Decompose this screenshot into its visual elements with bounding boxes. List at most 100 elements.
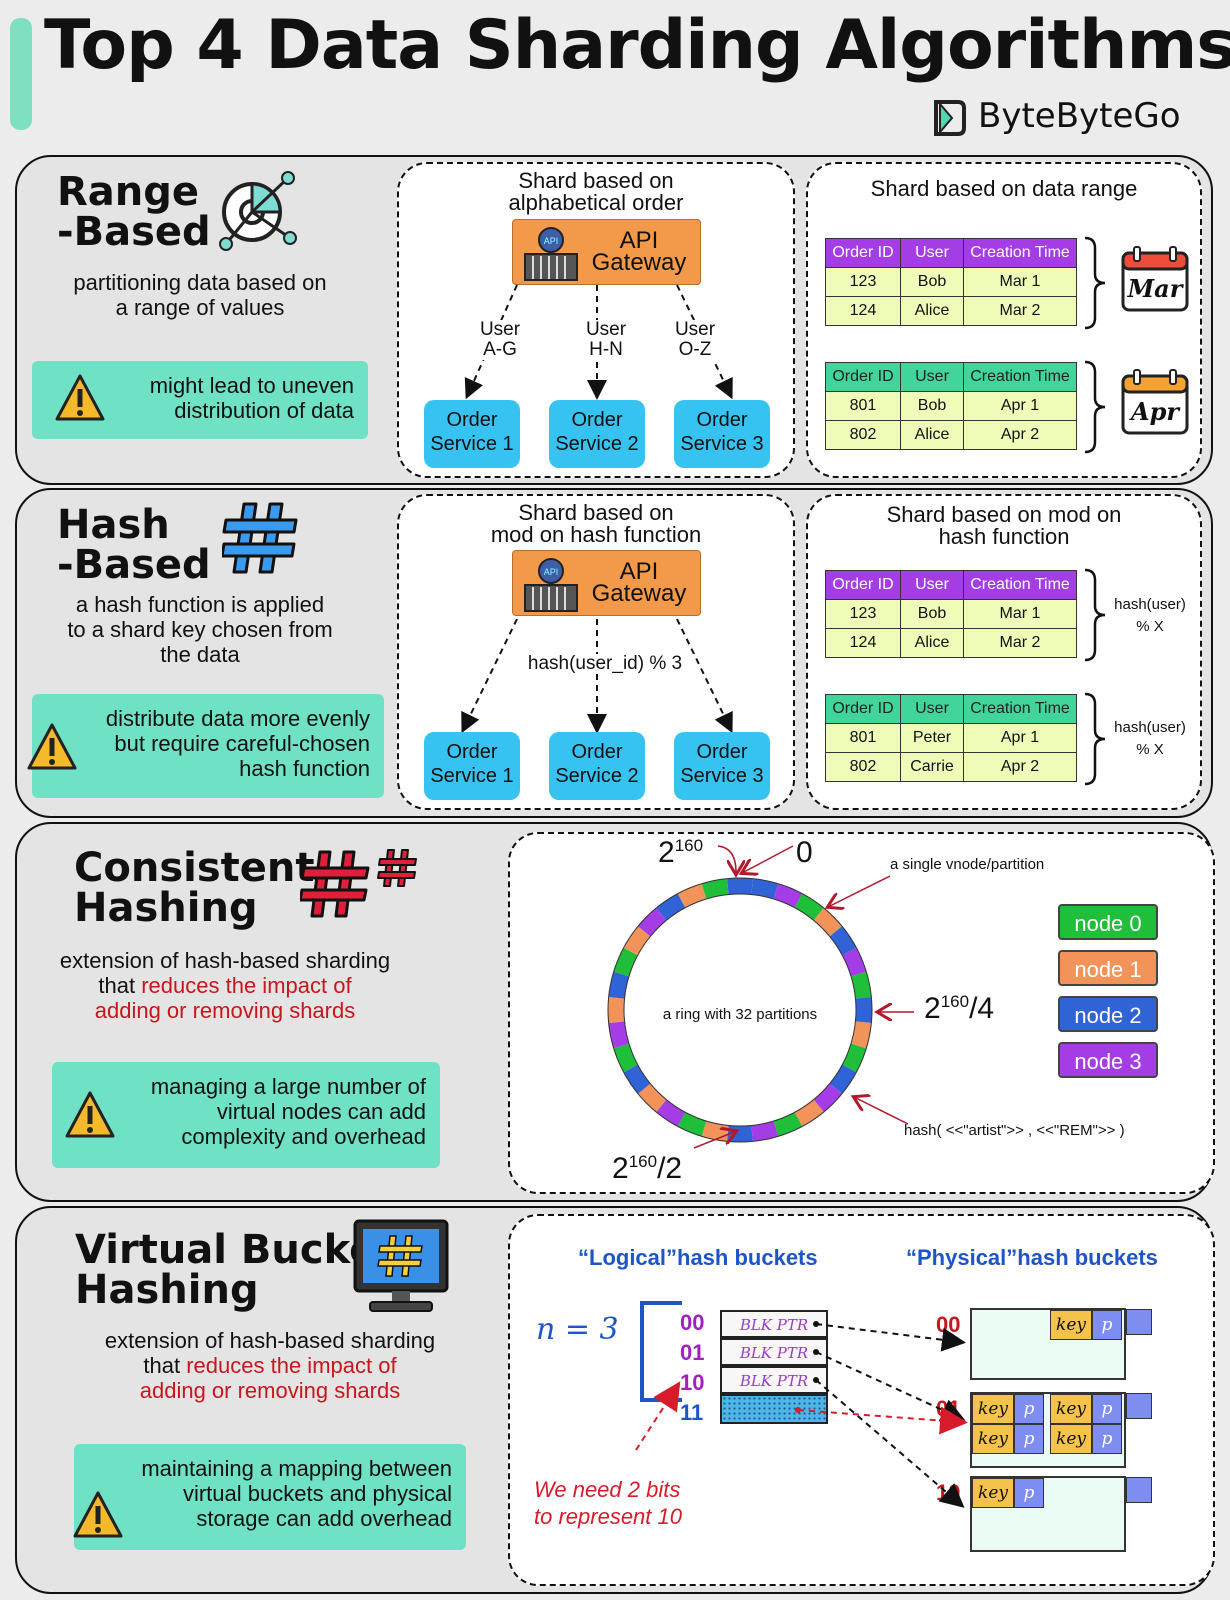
table-cell: 802 (825, 752, 901, 782)
hash-desc-line: to a shard key chosen from (67, 617, 333, 642)
ring-partition (613, 947, 638, 977)
ring-partition (608, 971, 630, 999)
warning-line: but require careful-chosen (114, 731, 370, 756)
key-cell: key (972, 1424, 1014, 1454)
pow-base: 2 (612, 1152, 629, 1185)
label-line: % X (1136, 618, 1164, 635)
gateway-gate-icon: API (524, 558, 578, 612)
desc-line: extension of hash-based sharding (59, 948, 391, 973)
empty-bucket-cell (720, 1394, 828, 1424)
ring-pointer-arrows (693, 845, 914, 1149)
svc-line: Order (571, 409, 623, 431)
svc-line: Service 2 (555, 765, 639, 787)
warning-icon (65, 1091, 115, 1138)
label-line: Gateway (591, 249, 687, 276)
ring-partition (656, 893, 686, 921)
header-cell: Order ID (825, 570, 901, 600)
svc-line: Service 1 (430, 765, 514, 787)
hash-icon (222, 502, 298, 574)
table-cell: Apr 1 (963, 723, 1077, 753)
brace-icon (1084, 360, 1106, 454)
pow-base: 2 (658, 836, 675, 869)
header-cell: Creation Time (963, 694, 1077, 724)
ring-partition (608, 1021, 630, 1049)
label-line: User (479, 319, 521, 340)
block-pointer-cell: BLK PTR (720, 1338, 828, 1366)
consistent-description: extension of hash-based sharding that re… (50, 948, 400, 1023)
title-line: mod on hash function (490, 522, 702, 547)
ring-partition (773, 883, 803, 908)
hash-warning-text: distribute data more evenly but require … (106, 706, 370, 781)
bucket-bits-01: 01 (680, 1340, 705, 1365)
range-right-title: Shard based on data range (870, 176, 1138, 201)
warning-line: distribution of data (174, 398, 354, 423)
label-line: % X (1136, 741, 1164, 758)
warning-line: hash function (239, 756, 370, 781)
node-1-legend: node 1 (1058, 950, 1158, 986)
svc-line: Service 1 (430, 433, 514, 455)
hash-warning-box: distribute data more evenly but require … (27, 694, 384, 798)
range-heading-line1: Range (57, 169, 200, 215)
ring-outline (607, 877, 873, 1143)
title-line: Shard based on (518, 500, 674, 525)
table-cell: Apr 1 (963, 391, 1077, 421)
brace-icon (1084, 568, 1106, 662)
range-desc-line: a range of values (115, 295, 285, 320)
brand: ByteByteGo (932, 96, 1181, 142)
table-cell: Alice (900, 628, 964, 658)
consistent-heading-line2: Hashing (74, 885, 258, 931)
desc-highlight: adding or removing shards (94, 998, 356, 1023)
virtual-heading-line2: Hashing (75, 1267, 259, 1313)
ring-partition (842, 947, 867, 977)
ring-quarter-label: 2160/4 (924, 992, 994, 1026)
table-cell: 801 (825, 723, 901, 753)
table-cell: 123 (825, 599, 901, 629)
warning-icon (27, 723, 77, 770)
title-line: hash function (938, 524, 1070, 549)
ring-partition (656, 1099, 686, 1127)
label-line: API (619, 558, 659, 585)
key-cell: key (972, 1478, 1014, 1508)
ring-partition (751, 1120, 779, 1142)
ring-partition (608, 997, 625, 1023)
warning-line: virtual buckets and physical (182, 1481, 452, 1506)
table-cell: Apr 2 (963, 752, 1077, 782)
desc-part: that (143, 1353, 187, 1378)
range-heading-line2: -Based (57, 209, 211, 255)
header-cell: Creation Time (963, 362, 1077, 392)
table-cell: Bob (900, 391, 964, 421)
ring-partition (829, 1064, 857, 1094)
block-pointer-cell: BLK PTR (720, 1366, 828, 1394)
brace-icon (1084, 692, 1106, 786)
consistent-warning-box: managing a large number of virtual nodes… (52, 1062, 440, 1168)
ring-half-label: 2160/2 (612, 1152, 682, 1186)
desc-line: that reduces the impact of (50, 973, 400, 998)
ring-outline (623, 893, 857, 1127)
hash-right-title: Shard based on mod on hash function (806, 504, 1202, 548)
virtual-warning-text: maintaining a mapping between virtual bu… (141, 1456, 452, 1531)
overflow-pointer-box (1126, 1477, 1152, 1503)
table-cell: Mar 1 (963, 599, 1077, 629)
header-cell: User (900, 694, 964, 724)
ring-partition (813, 1083, 843, 1113)
note-line: to represent 10 (534, 1504, 682, 1529)
label-line: hash(user) (1114, 719, 1186, 736)
hash-description: a hash function is applied to a shard ke… (40, 592, 360, 667)
desc-part: that (98, 973, 142, 998)
pow-base: 2 (924, 992, 941, 1025)
hash-desc-line: the data (160, 642, 240, 667)
desc-highlight: reduces the impact of (141, 973, 352, 998)
